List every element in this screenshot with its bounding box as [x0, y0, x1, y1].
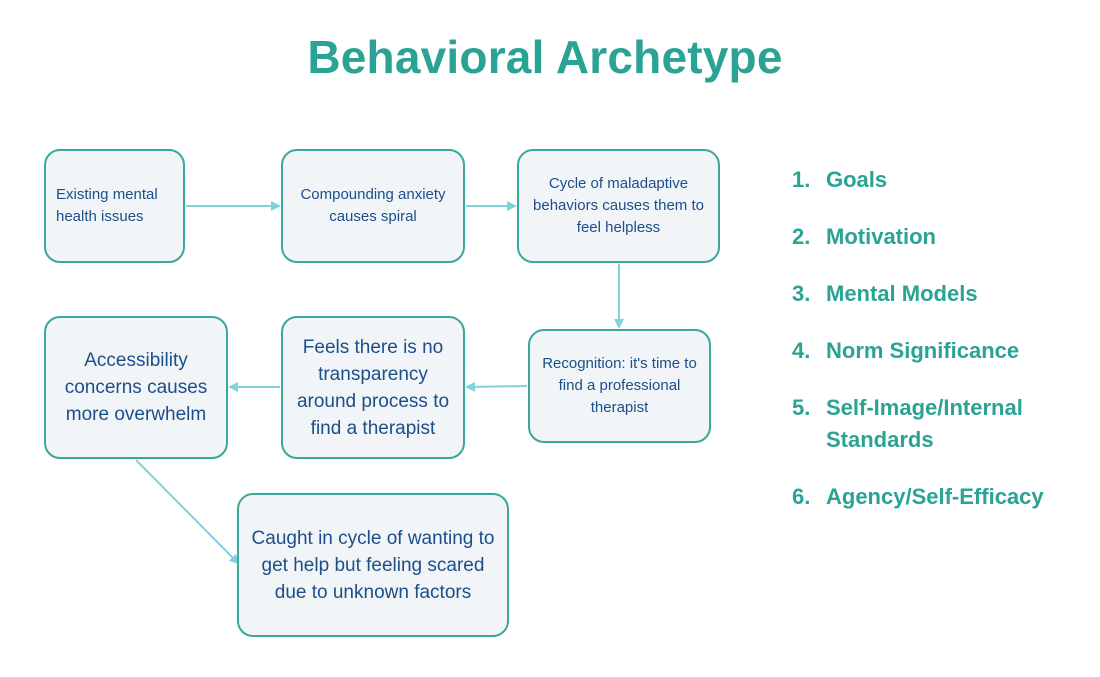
list-item: 3. Mental Models	[792, 278, 978, 310]
list-item: 2. Motivation	[792, 221, 936, 253]
flow-box-recognition: Recognition: it's time to find a profess…	[528, 329, 711, 443]
flow-box-text: Cycle of maladaptive behaviors causes th…	[533, 175, 704, 236]
list-item-number: 5.	[792, 395, 811, 420]
flow-box-text: Compounding anxiety causes spiral	[300, 186, 446, 225]
list-item: 6. Agency/Self-Efficacy	[792, 481, 1092, 513]
list-item: 1. Goals	[792, 164, 887, 196]
list-item-label: Agency/Self-Efficacy	[826, 484, 1044, 509]
list-item-number: 1.	[792, 167, 811, 192]
list-item: 4. Norm Significance	[792, 335, 1019, 367]
arrow-4-to-5	[465, 381, 528, 392]
flow-box-existing-mental-health: Existing mental health issues	[44, 149, 185, 263]
flow-box-no-transparency: Feels there is no transparency around pr…	[281, 316, 465, 459]
list-item-label: Mental Models	[826, 281, 978, 306]
list-item-number: 4.	[792, 338, 811, 363]
flow-box-text: Existing mental health issues	[56, 186, 158, 225]
list-item-label: Norm Significance	[826, 338, 1020, 363]
arrow-6-to-7	[135, 459, 240, 565]
flow-box-compounding-anxiety: Compounding anxiety causes spiral	[281, 149, 465, 263]
list-item-label: Motivation	[826, 224, 936, 249]
flow-box-text: Accessibility concerns causes more overw…	[64, 350, 208, 425]
flow-box-text: Feels there is no transparency around pr…	[296, 336, 450, 439]
flow-box-text: Caught in cycle of wanting to get help b…	[251, 527, 495, 603]
list-item: 5. Self-Image/Internal Standards	[792, 392, 1092, 456]
page-title: Behavioral Archetype	[307, 31, 783, 83]
flow-box-accessibility-concerns: Accessibility concerns causes more overw…	[44, 316, 228, 459]
flow-box-maladaptive-cycle: Cycle of maladaptive behaviors causes th…	[517, 149, 720, 263]
list-item-number: 3.	[792, 281, 811, 306]
flow-box-text: Recognition: it's time to find a profess…	[542, 355, 697, 416]
list-item-label: Self-Image/Internal Standards	[826, 395, 1023, 452]
list-item-number: 2.	[792, 224, 811, 249]
list-item-number: 6.	[792, 484, 811, 509]
list-item-label: Goals	[826, 167, 888, 192]
flow-box-caught-in-cycle: Caught in cycle of wanting to get help b…	[237, 493, 509, 637]
